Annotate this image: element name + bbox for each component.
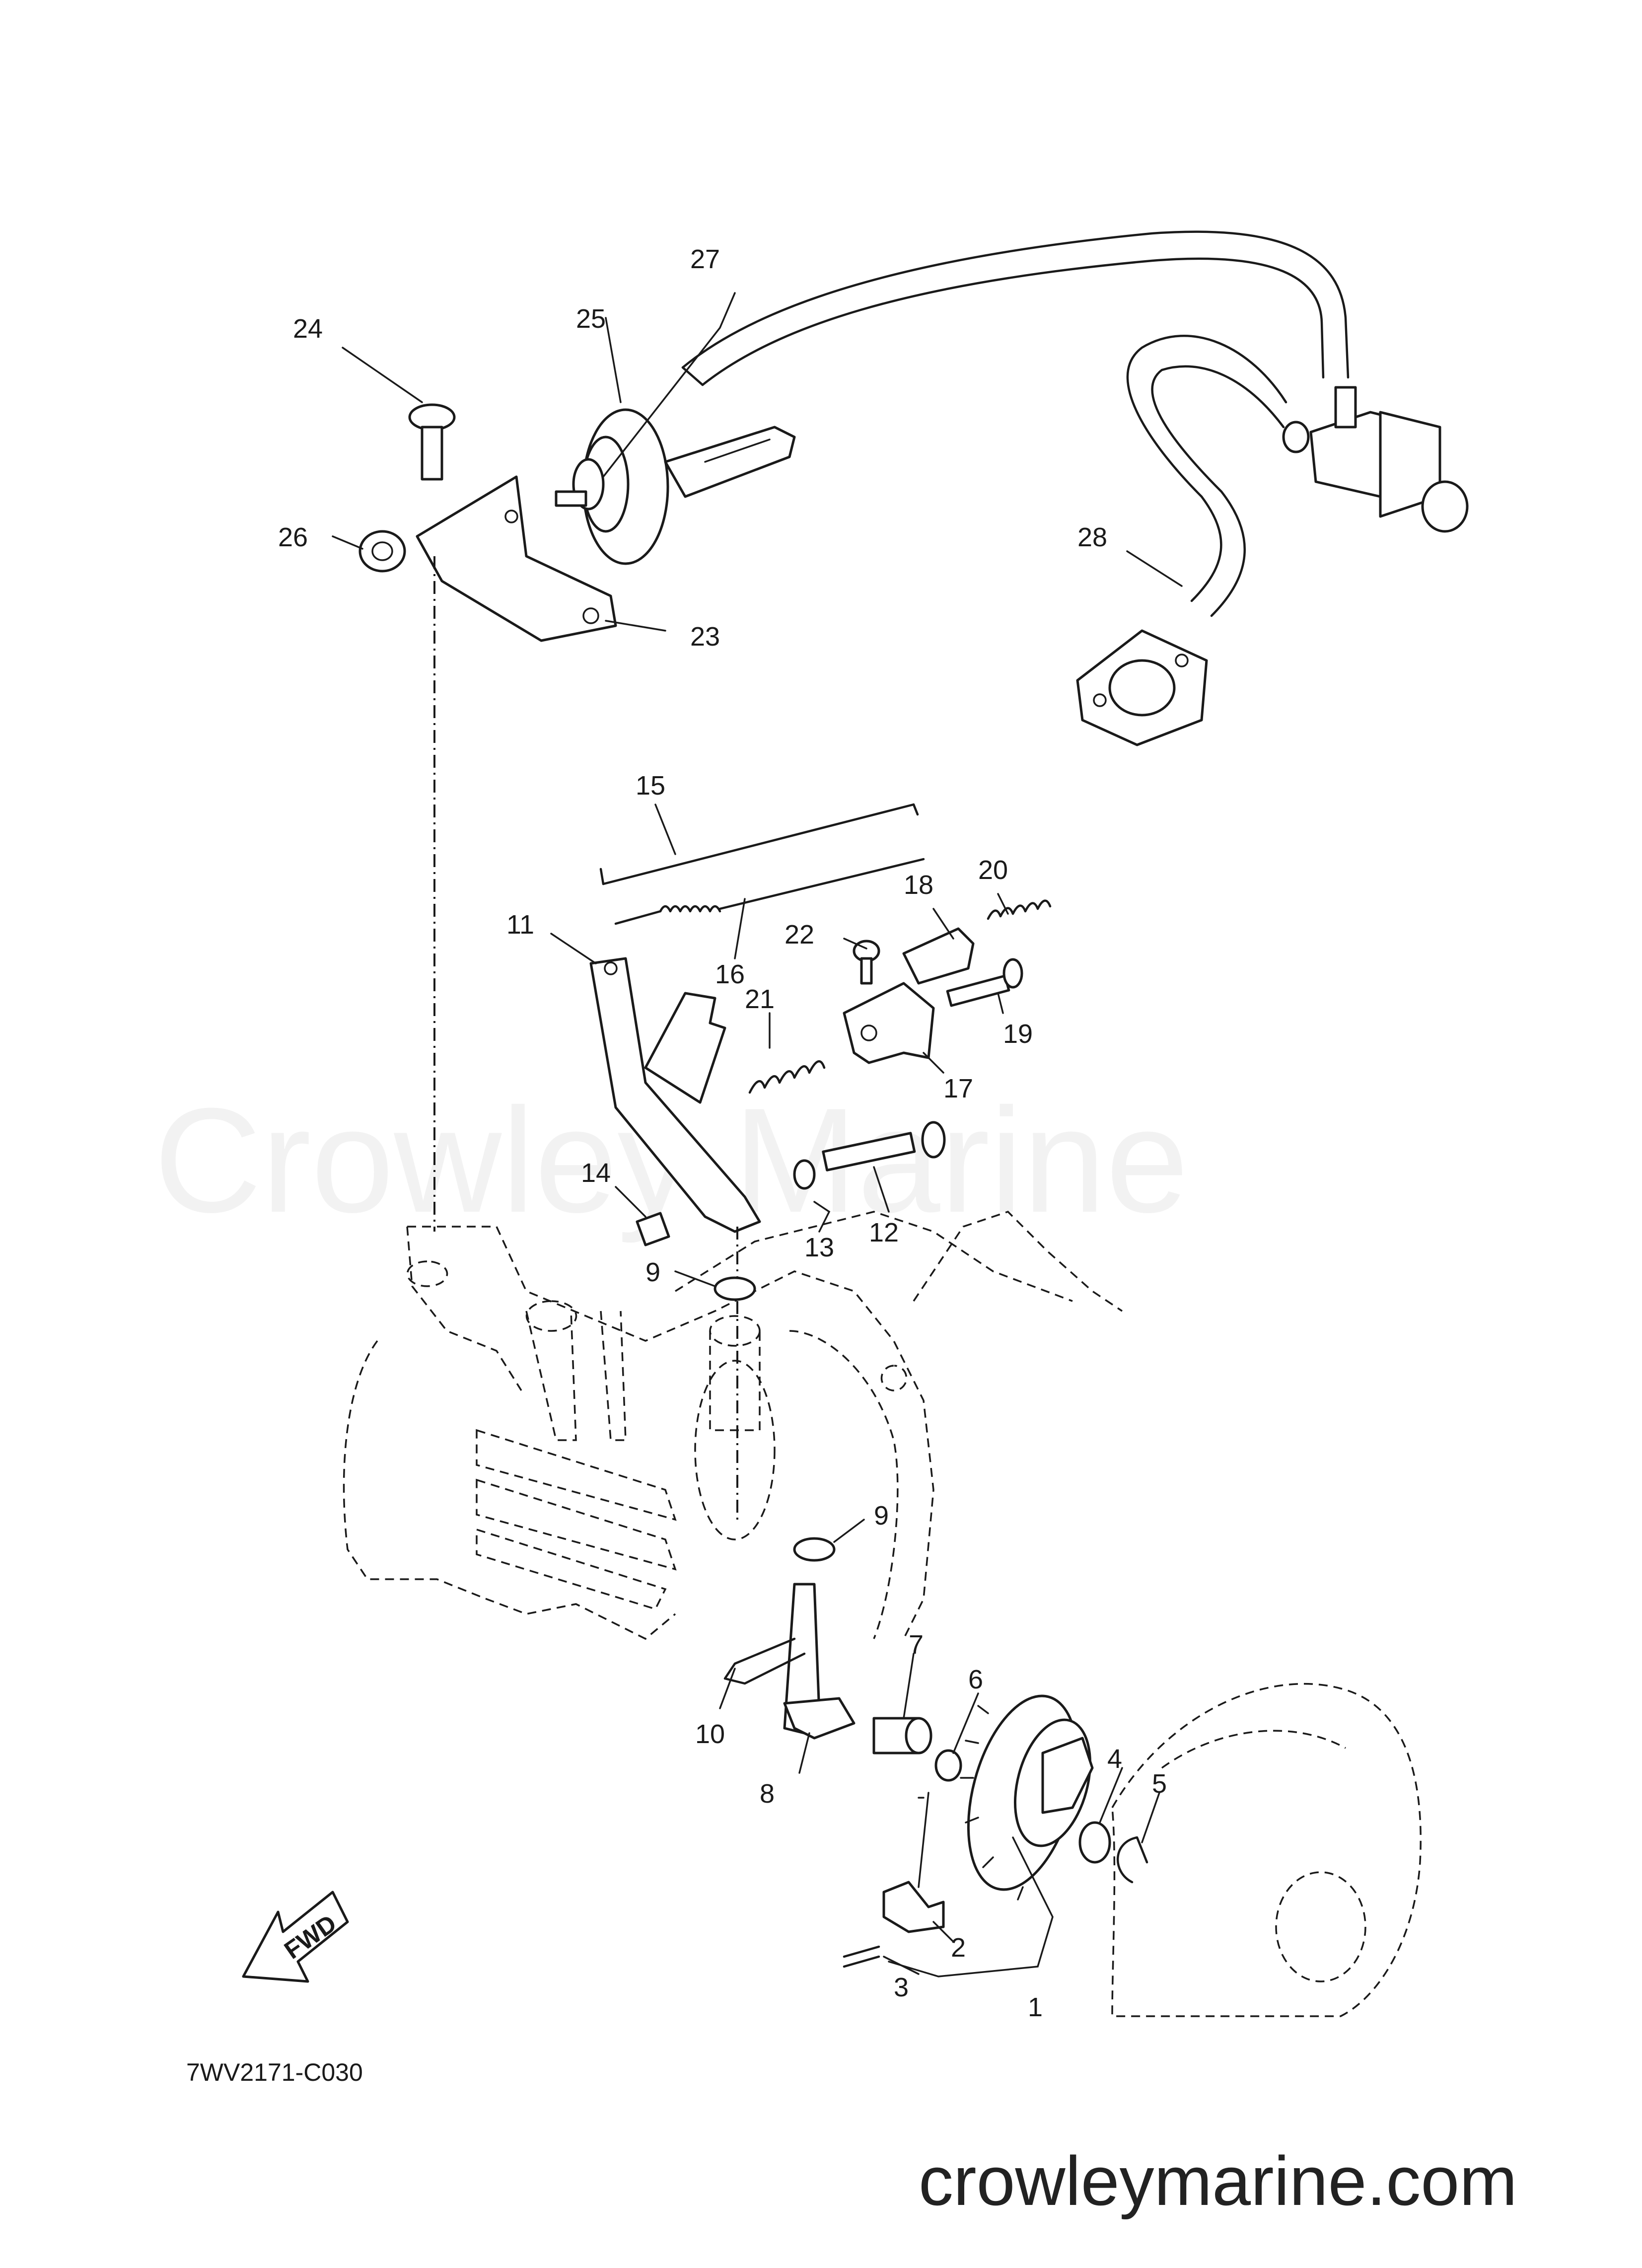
governor-gear-1 — [960, 1694, 1094, 1901]
circlip-5 — [1116, 1836, 1148, 1884]
diaphragm-25 — [555, 408, 796, 565]
callout-13: 13 — [804, 1233, 834, 1262]
callout-12: 12 — [869, 1218, 899, 1247]
link-rod-15 — [599, 803, 919, 885]
callout-27: 27 — [690, 244, 720, 274]
callout-22: 22 — [785, 920, 814, 950]
callout-28: 28 — [1077, 522, 1107, 552]
callout-20: 20 — [978, 855, 1008, 885]
collar-7 — [872, 1717, 932, 1755]
bracket-23 — [416, 475, 617, 642]
flange-gasket — [1076, 629, 1208, 746]
washer-6 — [934, 1749, 962, 1782]
bolt-24 — [408, 403, 456, 481]
callout-23: 23 — [690, 622, 720, 652]
callout-9-upper: 9 — [645, 1257, 660, 1287]
callout-8: 8 — [760, 1779, 775, 1809]
callout-16: 16 — [715, 959, 745, 989]
fwd-direction-arrow: FWD — [242, 1891, 349, 1983]
pin-3 — [843, 1945, 880, 1968]
callout-7: 7 — [909, 1630, 924, 1660]
bolt-19 — [946, 958, 1023, 1007]
callout-26: 26 — [278, 522, 308, 552]
callout-25: 25 — [576, 304, 606, 334]
washer-9-lower — [793, 1537, 836, 1562]
callout-18: 18 — [904, 870, 933, 900]
flywheel-housing-outline — [1111, 1683, 1422, 2017]
washer-4 — [1078, 1821, 1111, 1864]
hose-27 — [681, 230, 1350, 386]
callout-3: 3 — [894, 1973, 909, 2002]
spring-16 — [614, 858, 925, 925]
callout-17: 17 — [943, 1074, 973, 1103]
washer-13 — [793, 1159, 816, 1190]
callout-4: 4 — [1107, 1744, 1122, 1774]
callout-5: 5 — [1152, 1769, 1167, 1799]
callout-15: 15 — [636, 771, 665, 801]
bolt-12 — [822, 1121, 946, 1171]
crankcase-outline — [343, 1210, 1123, 1640]
callout-19: 19 — [1003, 1019, 1033, 1049]
callout-14: 14 — [581, 1158, 611, 1188]
drawing-code: 7WV2171-C030 — [186, 2058, 363, 2086]
bracket-17 — [843, 982, 935, 1064]
callout-21: 21 — [745, 984, 775, 1014]
callout-24: 24 — [293, 314, 323, 344]
nut-26 — [358, 530, 406, 573]
nut-14 — [636, 1212, 670, 1246]
governor-lever-11 — [589, 957, 761, 1233]
washer-9-upper — [714, 1276, 756, 1301]
plate-18 — [902, 927, 975, 985]
callout-10: 10 — [695, 1719, 725, 1749]
clip-10 — [723, 1637, 806, 1685]
callout-numbers: 27 25 24 26 23 28 15 16 11 18 20 22 21 1… — [278, 244, 1167, 2022]
callout-6: 6 — [968, 1665, 983, 1694]
leader-lines — [332, 292, 1183, 1977]
plate-2 — [882, 1881, 945, 1933]
callout-9-lower: 9 — [874, 1501, 889, 1531]
callout-11: 11 — [506, 910, 534, 940]
callout-2: 2 — [951, 1933, 966, 1963]
shaft-8 — [783, 1583, 856, 1740]
bolt-22 — [853, 940, 880, 985]
site-footer-text: crowleymarine.com — [919, 2142, 1517, 2220]
spring-20 — [987, 899, 1052, 920]
solenoid-valve — [1282, 386, 1469, 533]
hose-28 — [1126, 335, 1287, 617]
callout-1: 1 — [1028, 1992, 1043, 2022]
spring-21 — [748, 1060, 826, 1094]
